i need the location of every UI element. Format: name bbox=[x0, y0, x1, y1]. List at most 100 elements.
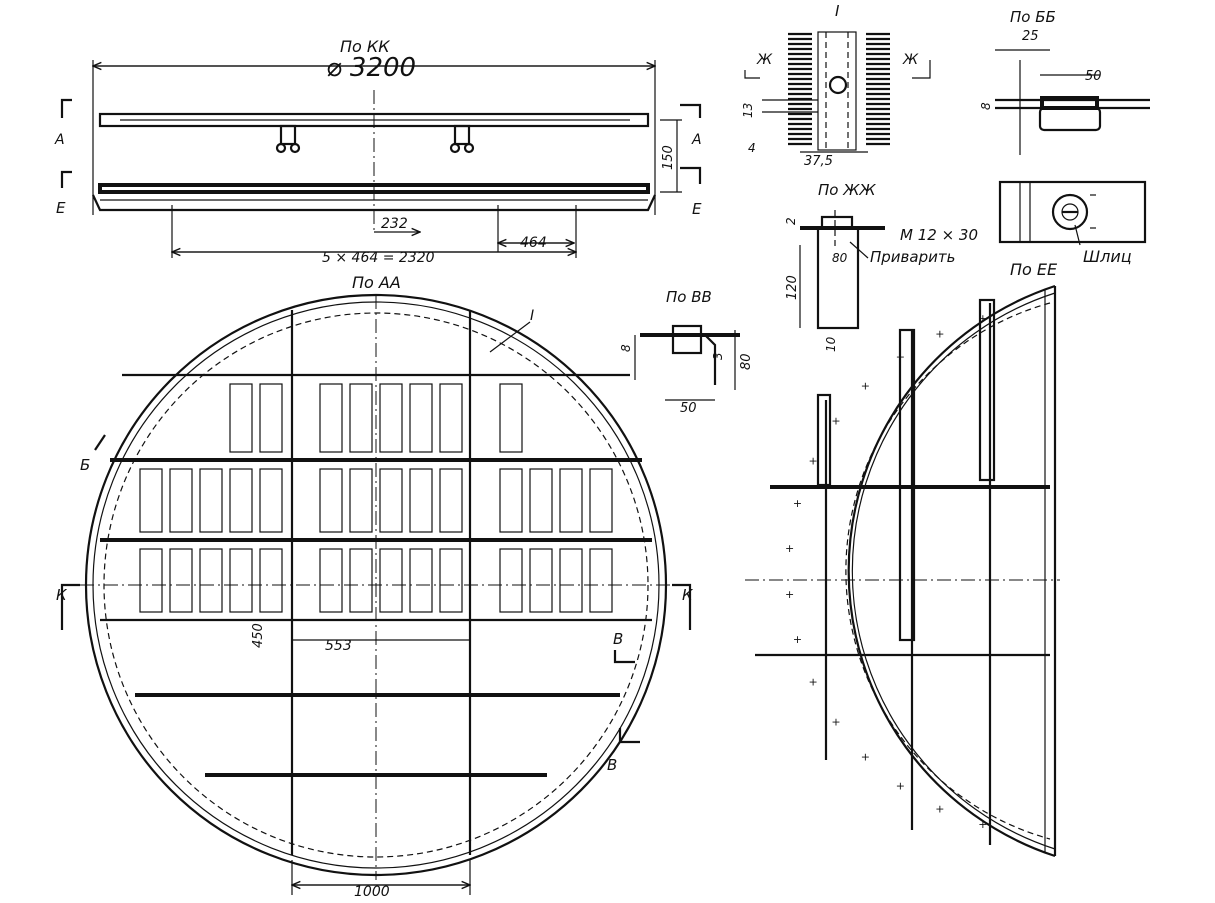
tray-slot bbox=[559, 468, 583, 533]
fastener-mark: + bbox=[793, 633, 802, 646]
tray-slot bbox=[589, 548, 613, 613]
svg-text:В: В bbox=[607, 756, 617, 774]
fastener-mark: + bbox=[896, 350, 905, 363]
tray-slot bbox=[589, 468, 613, 533]
detail-i-title: I bbox=[835, 2, 840, 20]
fastener-mark: + bbox=[978, 312, 987, 325]
section-mark-v-top: В bbox=[613, 630, 635, 664]
section-mark-k-left: К bbox=[56, 583, 80, 630]
fastener-mark: + bbox=[793, 497, 802, 510]
tray-slot bbox=[499, 383, 523, 453]
svg-text:2: 2 bbox=[784, 217, 798, 225]
dim-1000-label: 1000 bbox=[354, 884, 390, 900]
tray-slot bbox=[529, 548, 553, 613]
svg-text:I: I bbox=[530, 308, 534, 324]
plan-ee-outer-ring bbox=[847, 284, 1056, 858]
svg-text:50: 50 bbox=[1085, 69, 1102, 84]
detail-bb-title: По ББ bbox=[1010, 8, 1056, 26]
svg-text:120: 120 bbox=[785, 275, 800, 300]
plan-aa-view: По АА I Б К bbox=[56, 273, 694, 900]
dim-232-label: 232 bbox=[381, 216, 408, 232]
plan-ee-title: По ЕЕ bbox=[1010, 260, 1058, 279]
tray-slot bbox=[349, 548, 373, 613]
tray-slot bbox=[379, 548, 403, 613]
weld-note-label: Приварить bbox=[870, 248, 955, 266]
detail-i-view: I Ж Ж 13 4 37,5 bbox=[741, 2, 931, 169]
detail-i-callout: I bbox=[489, 308, 534, 353]
fastener-mark: + bbox=[809, 454, 818, 467]
tray-slot bbox=[349, 383, 373, 453]
section-mark-k-right: К bbox=[672, 583, 694, 630]
tray-slot bbox=[529, 468, 553, 533]
tray-slot bbox=[229, 383, 253, 453]
tray-slot bbox=[409, 468, 433, 533]
fastener-mark: + bbox=[785, 588, 794, 601]
tray-slot bbox=[439, 548, 463, 613]
svg-text:В: В bbox=[613, 630, 623, 648]
svg-text:25: 25 bbox=[1022, 29, 1039, 44]
tray-slot bbox=[259, 468, 283, 533]
fastener-mark: + bbox=[978, 818, 987, 831]
svg-text:Е: Е bbox=[692, 200, 702, 218]
svg-text:3: 3 bbox=[711, 352, 725, 360]
dim-span-label: 5 × 464 = 2320 bbox=[322, 250, 435, 266]
dim-150-label: 150 bbox=[661, 145, 676, 170]
tray-slot bbox=[139, 548, 163, 613]
tray-slot bbox=[409, 383, 433, 453]
section-mark-e-left: Е bbox=[56, 170, 72, 217]
detail-vv-title: По ВВ bbox=[666, 288, 712, 306]
tray-slot bbox=[169, 468, 193, 533]
fastener-mark: + bbox=[861, 750, 870, 763]
dim-450-label: 450 bbox=[251, 623, 266, 648]
tray-slot bbox=[259, 548, 283, 613]
section-mark-a-right: А bbox=[680, 103, 702, 148]
svg-text:Б: Б bbox=[80, 456, 90, 474]
svg-text:80: 80 bbox=[832, 251, 848, 265]
bolt-spec-label: М 12 × 30 bbox=[900, 226, 978, 244]
plan-aa-slot-field bbox=[139, 383, 613, 613]
slot-label: Шлиц bbox=[1083, 247, 1132, 266]
fastener-mark: + bbox=[935, 328, 944, 341]
svg-text:8: 8 bbox=[979, 102, 993, 110]
tray-slot bbox=[379, 468, 403, 533]
svg-text:10: 10 bbox=[824, 336, 838, 352]
detail-vv-view: По ВВ 8 3 80 50 bbox=[619, 288, 754, 416]
fastener-mark: + bbox=[896, 780, 905, 793]
tray-slot bbox=[169, 548, 193, 613]
tray-slot bbox=[199, 468, 223, 533]
tray-slot bbox=[319, 383, 343, 453]
tray-slot bbox=[319, 548, 343, 613]
tray-slot bbox=[499, 548, 523, 613]
tray-slot bbox=[229, 468, 253, 533]
svg-text:50: 50 bbox=[680, 401, 697, 416]
tray-slot bbox=[379, 383, 403, 453]
fastener-mark: + bbox=[831, 415, 840, 428]
tray-slot bbox=[349, 468, 373, 533]
tray-slot bbox=[319, 468, 343, 533]
upper-clamp-right bbox=[449, 124, 475, 154]
tray-slot bbox=[199, 548, 223, 613]
tray-slot bbox=[139, 468, 163, 533]
section-kk-view: По КК ⌀ 3200 А А bbox=[54, 37, 702, 266]
detail-bb-view: По ББ 25 50 8 bbox=[979, 8, 1150, 155]
svg-text:К: К bbox=[56, 586, 68, 604]
svg-text:К: К bbox=[682, 586, 694, 604]
detail-i-dim-4: 4 bbox=[748, 141, 756, 155]
tray-slot bbox=[229, 548, 253, 613]
fastener-mark: + bbox=[785, 542, 794, 555]
fastener-mark: + bbox=[831, 715, 840, 728]
section-mark-e-right: Е bbox=[680, 166, 702, 218]
svg-text:80: 80 bbox=[739, 353, 754, 370]
svg-text:Е: Е bbox=[56, 199, 66, 217]
tray-slot bbox=[439, 383, 463, 453]
tray-slot bbox=[439, 468, 463, 533]
plan-aa-title: По АА bbox=[352, 273, 401, 292]
svg-text:8: 8 bbox=[619, 344, 633, 352]
tray-slot bbox=[559, 548, 583, 613]
fastener-mark: + bbox=[809, 676, 818, 689]
diameter-dimension-label: ⌀ 3200 bbox=[326, 53, 416, 83]
fastener-mark: + bbox=[935, 802, 944, 815]
detail-zhzh-view: По ЖЖ 2 М 12 × 30 80 Приварить 120 10 bbox=[784, 181, 978, 352]
section-kk-title: По КК bbox=[340, 37, 390, 56]
dim-553-label: 553 bbox=[325, 638, 352, 654]
